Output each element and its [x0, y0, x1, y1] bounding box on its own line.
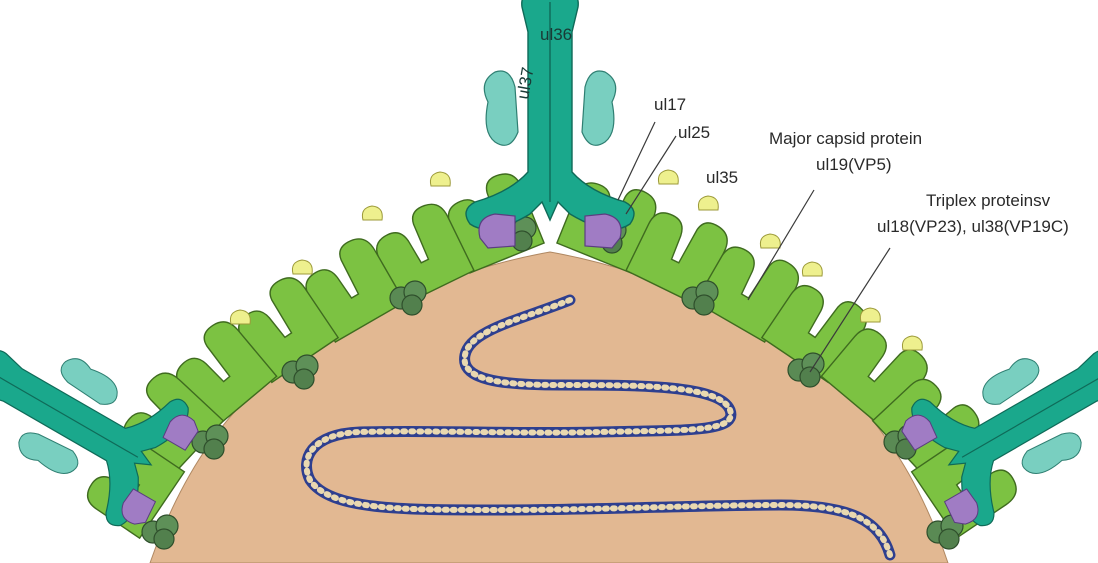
label-ul36: ul36: [540, 25, 572, 44]
label-ul35: ul35: [706, 168, 738, 187]
capsid-interior: [150, 252, 948, 563]
label-major-capsid-name: ul19(VP5): [816, 155, 892, 174]
label-triplex-title: Triplex proteinsv: [926, 191, 1051, 210]
label-ul25: ul25: [678, 123, 710, 142]
label-major-capsid-title: Major capsid protein: [769, 129, 922, 148]
label-triplex-names: ul18(VP23), ul38(VP19C): [877, 217, 1069, 236]
label-ul17: ul17: [654, 95, 686, 114]
